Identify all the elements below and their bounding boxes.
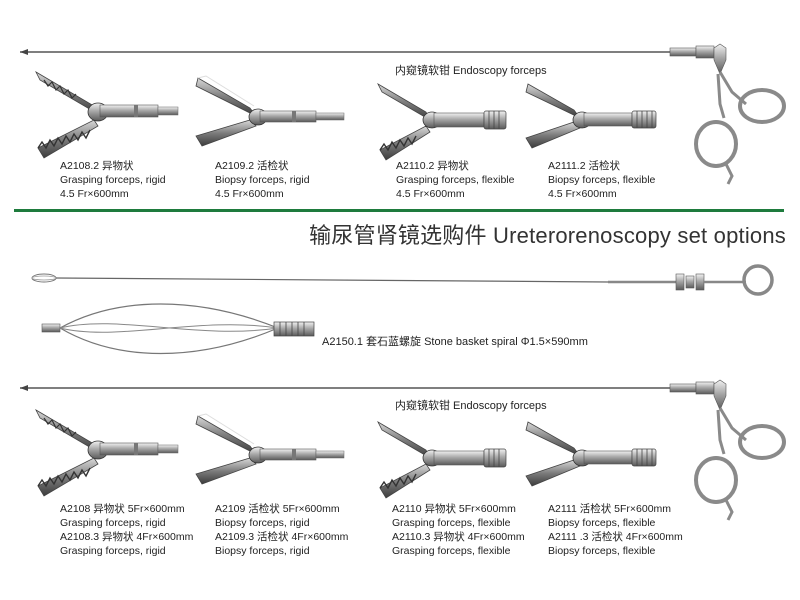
item-line-3: A2109.3 活检状 4Fr×600mm (215, 531, 349, 543)
top-item-caption-1: A2108.2 异物状 Grasping forceps, rigid 4.5 … (60, 159, 166, 201)
item-line-4: Biopsy forceps, flexible (548, 545, 656, 557)
biopsy-forceps-rigid-tip (195, 75, 345, 147)
item-desc: Biopsy forceps, rigid (215, 174, 310, 186)
item-desc: Biopsy forceps, flexible (548, 174, 656, 186)
bottom-section-title: 内窥镜软钳 Endoscopy forceps (395, 400, 547, 412)
top-item-caption-2: A2109.2 活检状 Biopsy forceps, rigid 4.5 Fr… (215, 159, 310, 201)
item-code: A2111.2 活检状 (548, 160, 620, 172)
grasping-forceps-rigid-tip (35, 71, 179, 159)
stone-basket-spiral-detail (41, 303, 315, 355)
top-section-title: 内窥镜软钳 Endoscopy forceps (395, 65, 547, 77)
item-line-3: A2111 .3 活检状 4Fr×600mm (548, 531, 683, 543)
item-line-1: A2109 活检状 5Fr×600mm (215, 503, 340, 515)
item-desc: Grasping forceps, flexible (396, 174, 515, 186)
item-line-3: A2108.3 异物状 4Fr×600mm (60, 531, 194, 543)
item-line-2: Biopsy forceps, rigid (215, 517, 310, 529)
bottom-item-caption-2: A2109 活检状 5Fr×600mm Biopsy forceps, rigi… (215, 502, 348, 558)
page-heading: 输尿管肾镜选购件 Ureterorenoscopy set options (309, 223, 786, 248)
item-line-2: Grasping forceps, rigid (60, 517, 166, 529)
biopsy-forceps-flexible-tip (525, 83, 657, 149)
item-size: 4.5 Fr×600mm (396, 188, 465, 200)
grasping-forceps-flexible-tip-bottom (377, 421, 507, 499)
item-line-4: Grasping forceps, rigid (60, 545, 166, 557)
bottom-item-caption-3: A2110 异物状 5Fr×600mm Grasping forceps, fl… (392, 502, 525, 558)
grasping-forceps-rigid-tip-bottom (35, 409, 179, 497)
item-code: A2110.2 异物状 (396, 160, 469, 172)
biopsy-forceps-flexible-tip-bottom (525, 421, 657, 487)
item-line-2: Biopsy forceps, flexible (548, 517, 656, 529)
item-line-2: Grasping forceps, flexible (392, 517, 511, 529)
item-code: A2108.2 异物状 (60, 160, 134, 172)
item-size: 4.5 Fr×600mm (548, 188, 617, 200)
top-item-caption-3: A2110.2 异物状 Grasping forceps, flexible 4… (396, 159, 514, 201)
item-line-4: Biopsy forceps, rigid (215, 545, 310, 557)
item-desc: Grasping forceps, rigid (60, 174, 166, 186)
stone-basket-label: A2150.1 套石蓝螺旋 Stone basket spiral Φ1.5×5… (322, 336, 588, 348)
section-divider (14, 209, 784, 212)
item-size: 4.5 Fr×600mm (60, 188, 129, 200)
item-line-1: A2110 异物状 5Fr×600mm (392, 503, 516, 515)
top-item-caption-4: A2111.2 活检状 Biopsy forceps, flexible 4.5… (548, 159, 655, 201)
grasping-forceps-flexible-tip (377, 83, 507, 161)
item-code: A2109.2 活检状 (215, 160, 289, 172)
bottom-item-caption-1: A2108 异物状 5Fr×600mm Grasping forceps, ri… (60, 502, 193, 558)
item-line-1: A2108 异物状 5Fr×600mm (60, 503, 185, 515)
item-line-3: A2110.3 异物状 4Fr×600mm (392, 531, 525, 543)
bottom-item-caption-4: A2111 活检状 5Fr×600mm Biopsy forceps, flex… (548, 502, 683, 558)
item-size: 4.5 Fr×600mm (215, 188, 284, 200)
stone-basket-full (31, 264, 774, 296)
biopsy-forceps-rigid-tip-bottom (195, 413, 345, 485)
item-line-4: Grasping forceps, flexible (392, 545, 511, 557)
item-line-1: A2111 活检状 5Fr×600mm (548, 503, 672, 515)
